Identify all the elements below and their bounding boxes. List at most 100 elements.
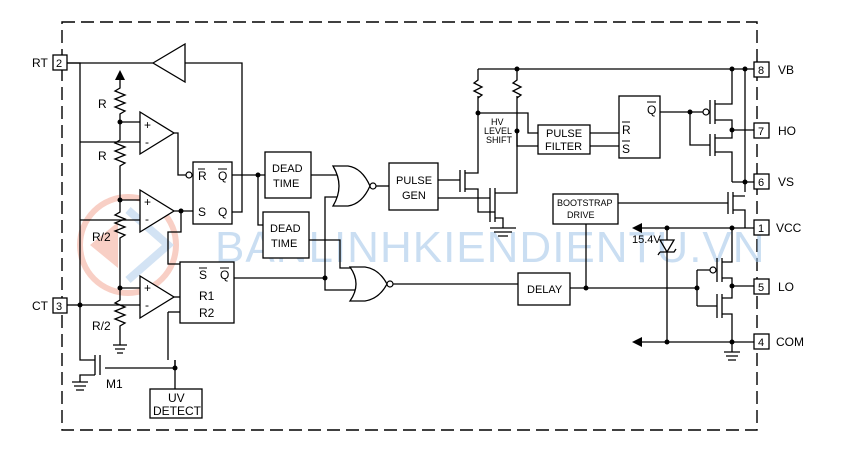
wire-latch-dt2 (257, 175, 263, 226)
pin-6-box (753, 173, 770, 190)
pulse-filter-block (537, 124, 591, 155)
wire-cmp1-out (174, 132, 190, 176)
pin-rt-label: RT (32, 56, 48, 70)
pin-vb-label: VB (778, 63, 794, 77)
com-arrow-icon (632, 337, 642, 347)
pin-5-box (753, 278, 770, 295)
hs-latch-s: S (622, 142, 630, 156)
vcc-arrow-icon (632, 223, 642, 233)
zener-diode (657, 228, 677, 342)
nor-bottom-bubble (386, 280, 394, 288)
latch-bottom-r1: R1 (199, 289, 215, 303)
comparator-bottom-plus: + (144, 281, 151, 295)
wire-ls2-filter (516, 131, 538, 147)
uv-detect-line1: UV (168, 391, 185, 405)
latch-top-s: S (198, 205, 206, 219)
pin-vs-label: VS (778, 175, 794, 189)
hs-latch-qbar: Q (647, 103, 656, 117)
latch-bottom-qbar: Q (220, 268, 229, 282)
pin-1-number: 1 (758, 223, 764, 235)
pin-8-number: 8 (758, 65, 764, 77)
hv-label-line3: SHIFT (486, 135, 513, 145)
comparator-mid (139, 188, 176, 234)
pin-ct-label: CT (32, 299, 49, 313)
resistor-r-half-2: R/2 (92, 319, 111, 333)
pmos-lo-bubble (709, 266, 717, 274)
resistor-ladder (113, 82, 127, 345)
latch-top (192, 161, 233, 225)
pulse-gen-line2: GEN (402, 190, 426, 202)
comparator-mid-minus: - (145, 212, 149, 226)
pin-com-label: COM (776, 335, 804, 349)
wire-uv (167, 312, 176, 389)
rt-buffer (151, 42, 186, 84)
dead-time-2 (262, 211, 310, 259)
resistor-r-top: R (98, 97, 107, 111)
ground-com-icon (724, 342, 740, 361)
vref-arrow-icon (115, 70, 125, 80)
wire-dt2-nor2 (309, 239, 355, 269)
pin-5-number: 5 (758, 282, 764, 294)
pin-lo-label: LO (778, 280, 794, 294)
hv-label-line2: LEVEL (484, 126, 512, 136)
level-shift-resistor-1 (472, 69, 484, 99)
wire-pulsegen-out (438, 179, 490, 199)
comparator-bottom (139, 274, 176, 320)
m1-label: M1 (106, 377, 123, 391)
wire-to-nor1 (324, 196, 340, 278)
resistor-r-half-1: R/2 (92, 230, 111, 244)
bootstrap-line2: DRIVE (567, 210, 595, 220)
zener-label: 15.4V (632, 234, 661, 246)
node (172, 365, 178, 371)
wire-m1-gate (105, 360, 176, 369)
comparator-top (139, 110, 176, 156)
wire-to-nor2 (324, 278, 355, 291)
level-shift-resistor-2 (511, 69, 523, 99)
pmos-ho (690, 69, 733, 130)
wire-buffer-q (185, 62, 243, 213)
bootstrap-line1: BOOTSTRAP (557, 198, 613, 208)
node (514, 66, 520, 72)
wire-filter-latch (590, 132, 619, 147)
pin-4-number: 4 (758, 337, 764, 349)
ground-m1-icon (72, 374, 95, 391)
level-shift-transistor-1 (459, 96, 495, 213)
bootstrap-transistor (618, 192, 746, 228)
latch-top-r-invert (185, 171, 193, 179)
nor-gate-top (331, 165, 371, 207)
comparator-mid-plus: + (144, 195, 151, 209)
latch-bottom-s: S (199, 268, 207, 282)
nmos-lo (697, 286, 733, 342)
latch-top-q: Q (218, 205, 227, 219)
pin-4-box (753, 333, 770, 350)
dead-time-2-line1: DEAD (270, 223, 301, 235)
nmos-ho (709, 130, 733, 182)
latch-top-r: R (198, 169, 207, 183)
bootstrap-drive-block (552, 193, 619, 225)
pin-7-box (753, 122, 770, 139)
comparator-top-minus: - (145, 135, 149, 149)
wire-qbar-driver (660, 111, 710, 146)
comparator-bottom-minus: - (145, 298, 149, 312)
pulse-gen-line1: PULSE (396, 175, 432, 187)
delay-label: DELAY (527, 284, 563, 296)
hs-latch-r: R (622, 123, 631, 137)
hv-label-line1: HV (491, 117, 504, 127)
node (742, 179, 748, 185)
dead-time-1-line2: TIME (273, 178, 299, 190)
latch-bottom (179, 261, 235, 324)
uv-detect-block (149, 388, 203, 419)
pin-ho-label: HO (778, 124, 796, 138)
pin-3-number: 3 (56, 301, 62, 313)
pmos-ho-bubble (702, 108, 710, 116)
pulse-filter-line2: FILTER (545, 141, 582, 153)
uv-detect-line2: DETECT (153, 404, 202, 418)
pin-6-number: 6 (758, 177, 764, 189)
resistor-r-mid: R (98, 149, 107, 163)
hs-latch-block (618, 95, 661, 159)
pulse-filter-line1: PULSE (546, 128, 582, 140)
node (117, 285, 123, 291)
m1-transistor (94, 355, 101, 375)
